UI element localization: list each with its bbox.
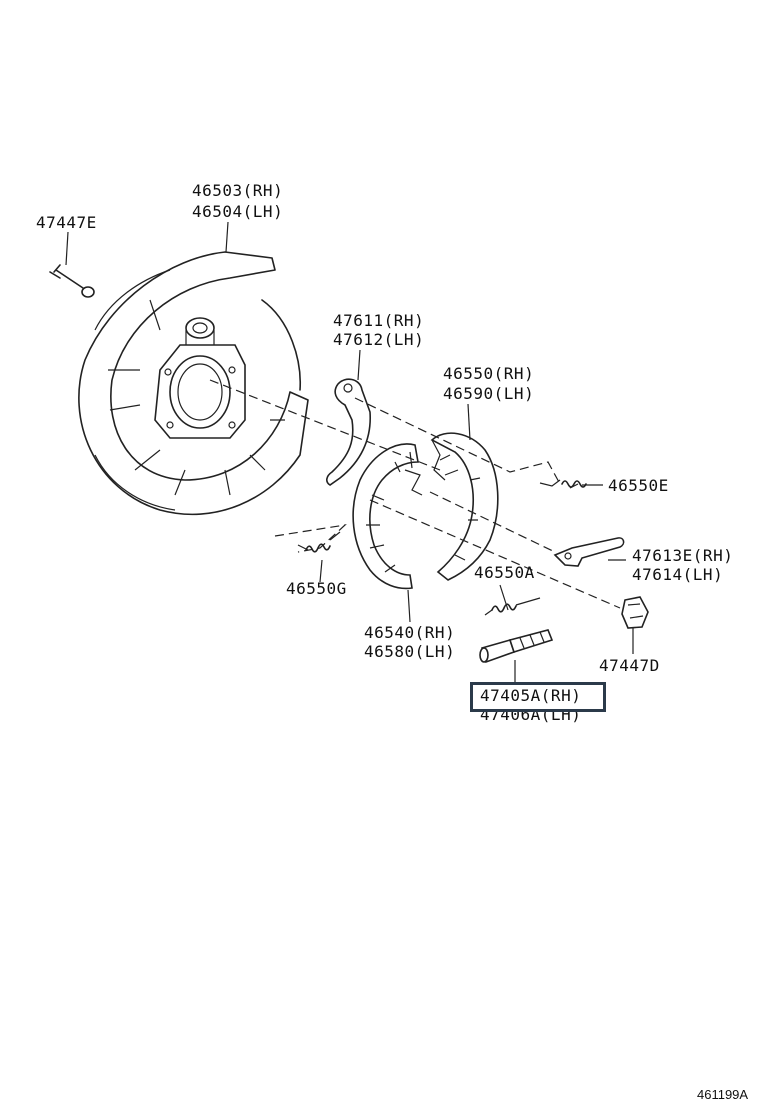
label-46504-lh: 46504(LH): [192, 202, 284, 221]
label-46503-rh: 46503(RH): [192, 181, 284, 200]
label-46580-lh: 46580(LH): [364, 642, 456, 661]
adjuster-drawing: [479, 629, 554, 664]
backing-plate-drawing: [78, 251, 309, 516]
label-46550e: 46550E: [608, 476, 669, 495]
label-47612-lh: 47612(LH): [333, 330, 425, 349]
label-47405a-rh[interactable]: 47405A(RH): [480, 686, 582, 705]
label-46550g: 46550G: [286, 579, 347, 598]
label-47447d: 47447D: [599, 656, 660, 675]
label-46540-rh: 46540(RH): [364, 623, 456, 642]
spring-a-drawing: [484, 597, 541, 616]
label-46590-lh: 46590(LH): [443, 384, 535, 403]
strut-drawing: [553, 537, 625, 567]
label-46550a: 46550A: [474, 563, 535, 582]
highlight-box[interactable]: [470, 682, 606, 712]
bolt-drawing: [49, 264, 95, 298]
lever-drawing: [326, 378, 371, 486]
upper-shoe-drawing: [430, 432, 499, 581]
label-46550-rh: 46550(RH): [443, 364, 535, 383]
clip-drawing: [621, 596, 649, 629]
label-47614-lh: 47614(LH): [632, 565, 724, 584]
spring-e-drawing: [539, 479, 587, 489]
label-47447e: 47447E: [36, 213, 97, 232]
label-47613e-rh: 47613E(RH): [632, 546, 734, 565]
lower-shoe-drawing: [352, 443, 423, 590]
figure-id: 461199A: [697, 1087, 749, 1102]
label-47611-rh: 47611(RH): [333, 311, 425, 330]
